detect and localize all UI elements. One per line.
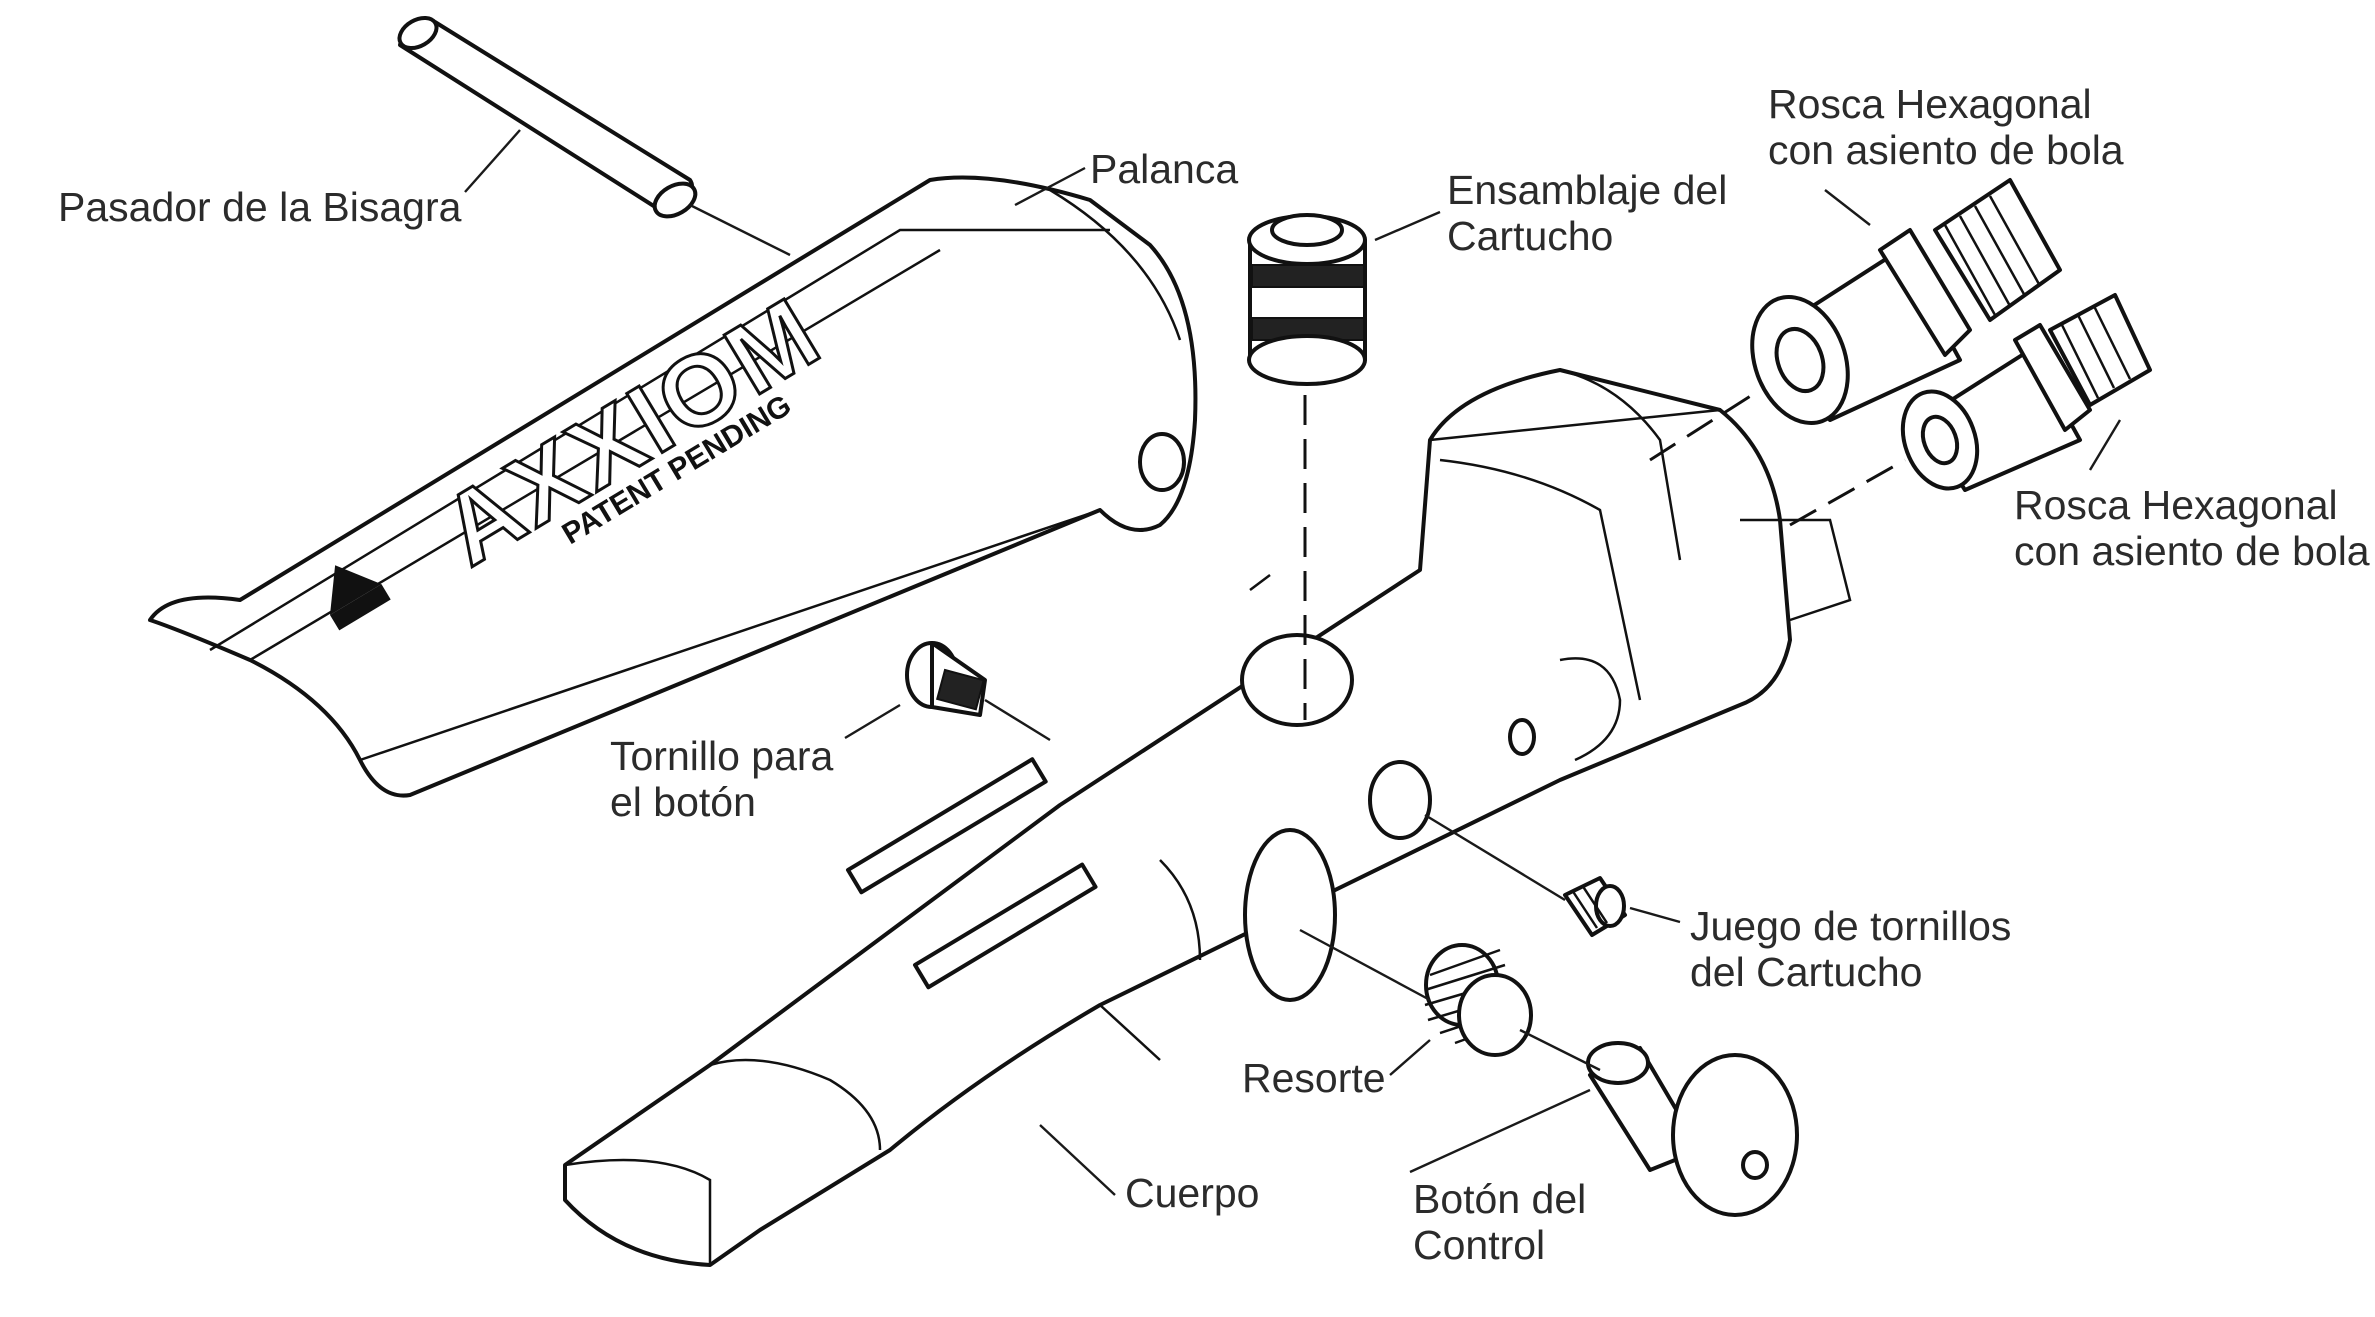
hex-fitting-1 xyxy=(1750,178,2062,425)
spring-part xyxy=(1424,943,1533,1057)
lever-part: AXXIOM PATENT PENDING xyxy=(148,175,1198,798)
label-control-button: Botón del Control xyxy=(1413,1176,1587,1268)
hex-fitting-2 xyxy=(1900,293,2152,492)
label-spring: Resorte xyxy=(1242,1055,1386,1101)
hinge-pin-part xyxy=(397,15,698,219)
label-cartridge-screws: Juego de tornillos del Cartucho xyxy=(1690,903,2012,995)
set-screw-part xyxy=(1563,876,1627,937)
label-body: Cuerpo xyxy=(1125,1170,1260,1216)
control-button-part xyxy=(1586,1041,1799,1217)
label-hex-thread-1: Rosca Hexagonal con asiento de bola xyxy=(1768,81,2124,173)
callout-lines xyxy=(464,129,2122,1196)
assembly-guides xyxy=(689,203,1906,1072)
body-part xyxy=(563,368,1852,1267)
button-screw-part xyxy=(905,641,987,717)
label-button-screw: Tornillo para el botón xyxy=(610,733,834,825)
label-cartridge-assembly: Ensamblaje del Cartucho xyxy=(1447,167,1728,259)
cartridge-part xyxy=(1247,213,1367,386)
label-lever: Palanca xyxy=(1090,146,1239,192)
logo-mark xyxy=(330,565,391,631)
label-hinge-pin: Pasador de la Bisagra xyxy=(58,184,462,230)
label-hex-thread-2: Rosca Hexagonal con asiento de bola xyxy=(2014,482,2370,574)
